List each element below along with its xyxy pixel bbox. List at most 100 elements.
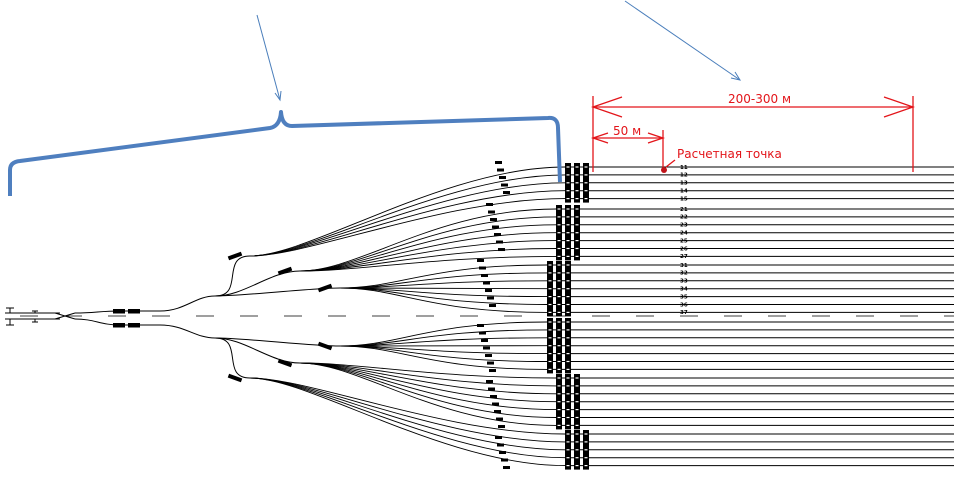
retarder-gap: [566, 433, 570, 435]
switch-label-mark: [477, 324, 484, 327]
retarder-gap: [548, 337, 552, 339]
track-number: 12: [680, 173, 688, 179]
retarder-gap: [566, 337, 570, 339]
fan-curve: [339, 345, 548, 355]
retarder-gap: [557, 353, 561, 355]
retarder-gap: [557, 255, 561, 257]
retarder-gap: [557, 240, 561, 242]
switch-label-mark: [488, 387, 495, 391]
retarder-gap: [557, 409, 561, 411]
retarder-gap: [557, 393, 561, 395]
retarder-gap: [566, 401, 570, 403]
switch-label-mark: [489, 369, 496, 373]
fan-curve: [249, 198, 566, 257]
retarder-gap: [557, 368, 561, 370]
retarder-gap: [575, 449, 579, 451]
retarder-gap: [566, 441, 570, 443]
retarder-blocks: [547, 163, 589, 470]
retarder-gap: [566, 465, 570, 467]
retarder-gap: [557, 401, 561, 403]
switch-label-mark: [498, 248, 505, 252]
switch-label-mark: [496, 240, 503, 244]
retarder-gap: [566, 329, 570, 331]
switch-fan-curves: [74, 161, 566, 470]
retarder-gap: [566, 240, 570, 242]
track-number: 24: [680, 231, 688, 237]
retarder-gap: [566, 385, 570, 387]
switch-block: [128, 323, 140, 328]
switch-label-mark: [499, 451, 506, 455]
track-number: 33: [680, 279, 688, 285]
retarder-gap: [584, 198, 588, 200]
fan-curve: [249, 377, 566, 459]
track-number: 37: [680, 310, 688, 316]
retarder-gap: [584, 174, 588, 176]
track-number: 23: [680, 223, 688, 229]
switch-label-mark: [497, 168, 504, 172]
dimension-total-label: 200-300 м: [728, 92, 791, 106]
retarder-gap: [566, 174, 570, 176]
switch-label-mark: [495, 161, 502, 164]
switch-block: [227, 251, 243, 261]
switch-block: [317, 283, 333, 293]
branch-curve: [214, 255, 251, 297]
hump-entry: [5, 307, 76, 326]
switch-label-mark: [501, 458, 508, 462]
retarder-gap: [575, 190, 579, 192]
retarder-gap: [557, 311, 561, 313]
retarder-gap: [566, 182, 570, 184]
throat-lower: [74, 318, 216, 339]
switch-label-mark: [490, 395, 497, 399]
switch-label-mark: [489, 304, 496, 308]
switch-label-mark: [490, 218, 497, 222]
retarder-gap: [575, 465, 579, 467]
switch-label-mark: [481, 339, 488, 343]
track-number: 13: [680, 181, 688, 187]
branch-curve: [214, 337, 251, 379]
retarder-gap: [566, 311, 570, 313]
switch-label-mark: [501, 183, 508, 187]
retarder-gap: [566, 224, 570, 226]
retarder-gap: [557, 385, 561, 387]
retarder-gap: [566, 345, 570, 347]
branch-curve: [214, 337, 301, 364]
retarder-gap: [557, 416, 561, 419]
fan-curve: [339, 264, 548, 289]
track-number: 35: [680, 294, 688, 300]
retarder-gap: [557, 224, 561, 226]
dimension-short-label: 50 м: [613, 124, 641, 138]
retarder-gap: [548, 360, 552, 363]
calc-point-label: Расчетная точка: [677, 147, 782, 161]
fan-curve: [299, 362, 557, 426]
pointer-arrow-right: [624, 0, 742, 81]
retarder-gap: [548, 329, 552, 331]
retarder-gap: [575, 401, 579, 403]
retarder-gap: [548, 303, 552, 306]
calc-point-marker: [661, 167, 667, 173]
retarder-gap: [584, 441, 588, 443]
retarder-gap: [575, 166, 579, 168]
retarder-gap: [548, 368, 552, 370]
switch-block: [277, 358, 293, 368]
retarder-gap: [548, 311, 552, 313]
retarder-gap: [557, 345, 561, 347]
retarder-gap: [575, 441, 579, 443]
retarder-gap: [566, 272, 570, 274]
retarder-gap: [557, 296, 561, 298]
retarder-gap: [548, 264, 552, 266]
switch-label-mark: [495, 436, 502, 439]
retarder-gap: [548, 280, 552, 282]
retarder-gap: [575, 232, 579, 234]
fan-curve: [299, 362, 557, 418]
switch-label-mark: [487, 296, 494, 300]
switch-label-mark: [485, 289, 492, 293]
fan-curve: [339, 321, 548, 347]
retarder-gap: [557, 360, 561, 363]
retarder-gap: [566, 190, 570, 192]
retarder-gap: [575, 393, 579, 395]
retarder-gap: [557, 303, 561, 306]
retarder-gap: [575, 416, 579, 419]
retarder-gap: [566, 353, 570, 355]
retarder-gap: [575, 409, 579, 411]
